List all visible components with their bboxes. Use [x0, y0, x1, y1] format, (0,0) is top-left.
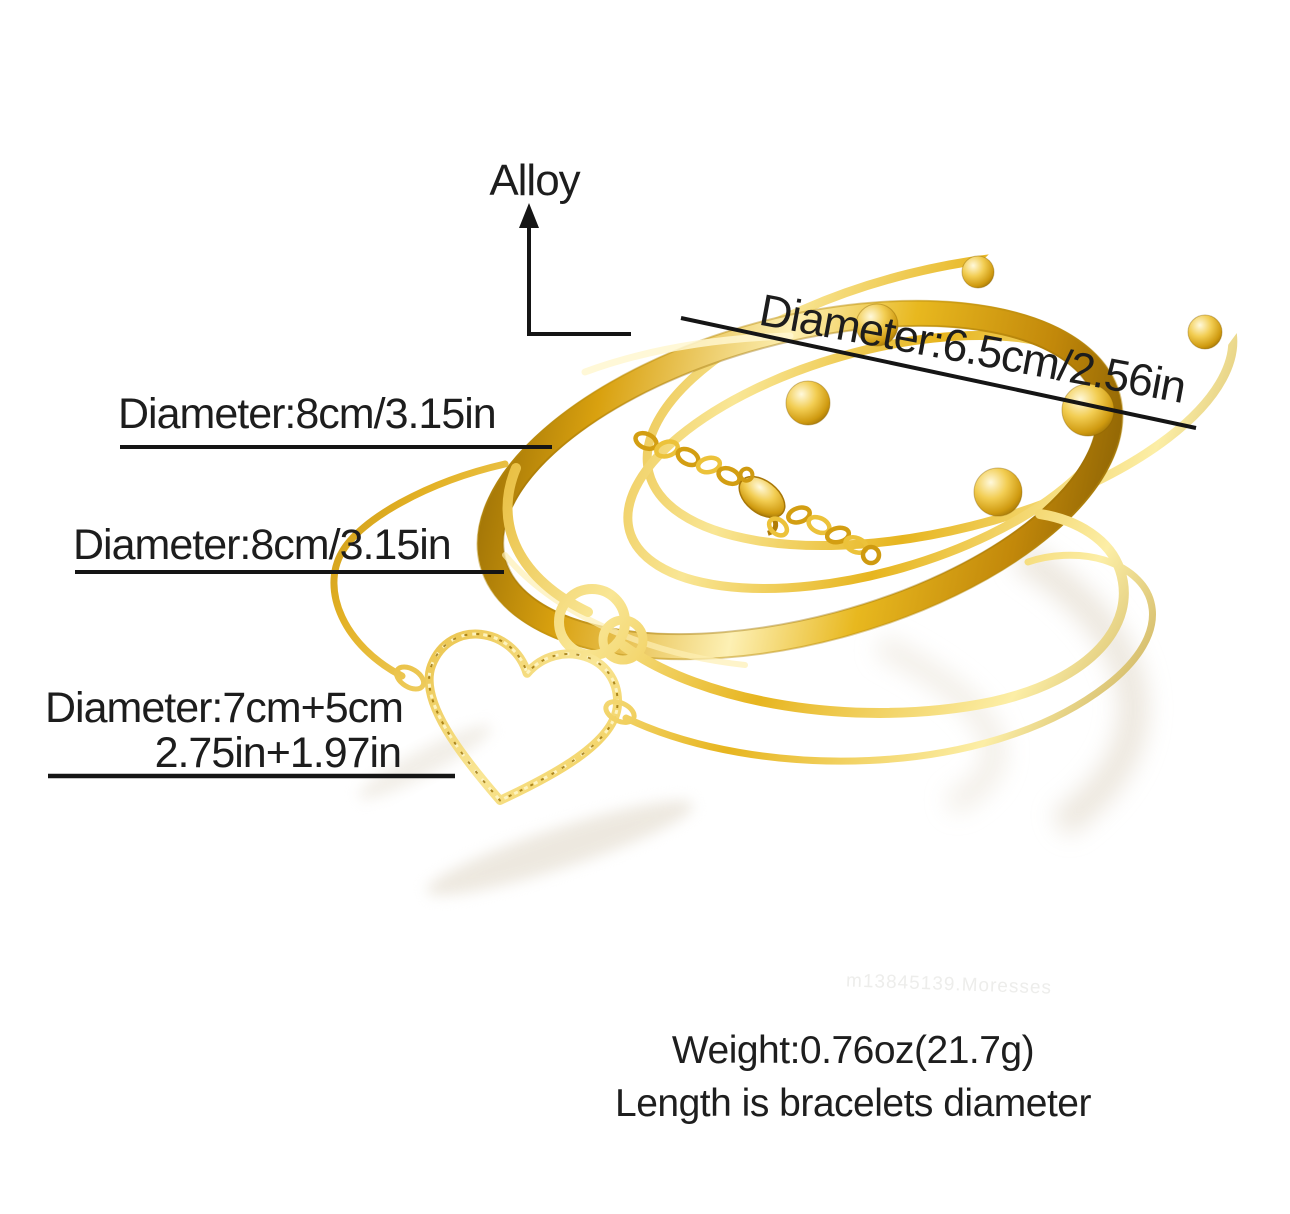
chain-link — [695, 455, 723, 475]
weight-text: Weight:0.76oz(21.7g) — [671, 1029, 1035, 1072]
ball-end — [961, 255, 995, 289]
heart-bangle-wire — [330, 460, 509, 680]
chain-link — [716, 465, 742, 487]
heart-texture — [428, 633, 619, 802]
clasp-ring — [738, 466, 755, 483]
ball-end — [855, 303, 899, 347]
chain-link — [824, 525, 852, 545]
ball-end — [973, 467, 1023, 517]
ball-end — [1187, 314, 1223, 350]
heart-connector — [603, 699, 637, 725]
chain-link — [766, 516, 790, 538]
knot-wire — [619, 509, 1129, 718]
knot-bangle — [502, 463, 1129, 718]
chain-end-ring — [860, 544, 882, 566]
length-note-text: Length is bracelets diameter — [615, 1082, 1091, 1125]
alloy-arrow-up-icon — [519, 203, 539, 228]
diameter-label-knot-bracelet: Diameter:8cm/3.15in — [73, 521, 452, 569]
diameter-heart-cm: Diameter:7cm+5cm — [45, 684, 404, 732]
lobster-clasp — [738, 466, 786, 536]
diameter-top-leader-line — [680, 316, 1197, 430]
shadow — [1012, 543, 1148, 837]
knot-loop — [598, 615, 648, 665]
spec-footer: Weight:0.76oz(21.7g) Length is bracelets… — [593, 1024, 1113, 1130]
heart-connector — [393, 664, 427, 692]
flat-band-outer-edge — [476, 299, 1124, 661]
diameter-label-flat-bracelet: Diameter:8cm/3.15in — [118, 390, 497, 438]
ball-ends — [785, 255, 1223, 517]
shadow — [875, 636, 1005, 814]
chain-link — [654, 439, 680, 459]
annotation-lines — [48, 203, 1197, 779]
diameter-heart-in: 2.75in+1.97in — [154, 729, 402, 777]
photo-shadows — [358, 543, 1148, 896]
ball-end — [785, 380, 831, 426]
heart-charm — [424, 629, 622, 805]
shadow — [426, 800, 694, 896]
diameter-label-heart-bracelet: Diameter:7cm+5cm 2.75in+1.97in — [45, 684, 404, 777]
chain-link — [786, 505, 812, 525]
heart-bangle-wire — [622, 551, 1156, 765]
cuff-opening-gap — [950, 226, 1242, 364]
heart-bangle — [330, 460, 1156, 805]
material-label: Alloy — [489, 156, 580, 205]
extension-chain — [633, 430, 882, 566]
chain-link — [633, 430, 659, 452]
